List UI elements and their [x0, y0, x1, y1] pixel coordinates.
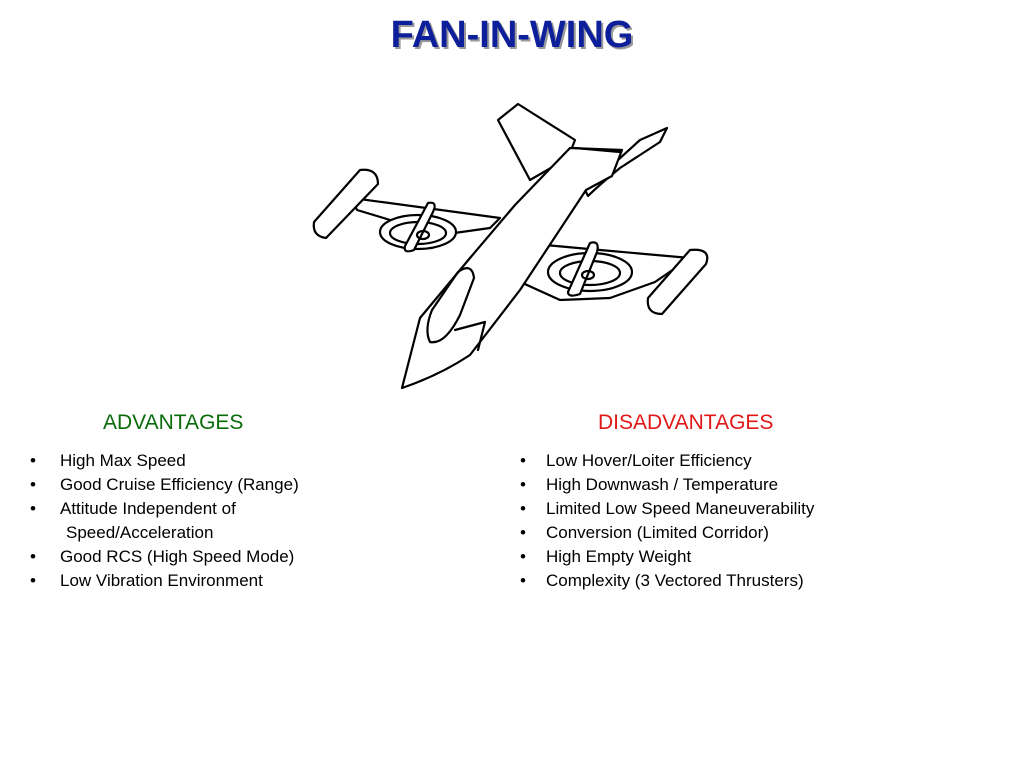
list-item: •Conversion (Limited Corridor) [520, 523, 769, 543]
advantages-column: ADVANTAGES •High Max Speed •Good Cruise … [24, 410, 464, 593]
list-item: •Good RCS (High Speed Mode) [30, 547, 295, 567]
slide-title: FAN-IN-WING [390, 14, 634, 56]
list-item: •High Downwash / Temperature [520, 475, 779, 495]
disadvantages-list: •Low Hover/Loiter Efficiency •High Downw… [510, 449, 990, 593]
list-item: •High Empty Weight [520, 547, 692, 567]
list-item: •Complexity (3 Vectored Thrusters) [520, 571, 804, 591]
list-item: •Good Cruise Efficiency (Range) [30, 475, 299, 495]
advantages-heading: ADVANTAGES [103, 411, 244, 434]
left-wingtip-pod [312, 168, 380, 240]
list-item: •Limited Low Speed Maneuverability [520, 499, 815, 519]
disadvantages-heading: DISADVANTAGES [598, 411, 774, 434]
fan-in-wing-aircraft-illustration [312, 102, 709, 390]
right-wingtip-pod [646, 248, 709, 316]
list-item: •Low Hover/Loiter Efficiency [520, 451, 752, 471]
disadvantages-column: DISADVANTAGES •Low Hover/Loiter Efficien… [510, 410, 990, 593]
fuselage [400, 146, 624, 390]
cockpit-canopy [426, 267, 476, 344]
right-fan-blade [566, 241, 599, 297]
advantages-list: •High Max Speed •Good Cruise Efficiency … [24, 449, 464, 593]
list-item: •Low Vibration Environment [30, 571, 263, 591]
list-item: •High Max Speed [30, 451, 186, 471]
left-fan-blade [403, 201, 436, 253]
